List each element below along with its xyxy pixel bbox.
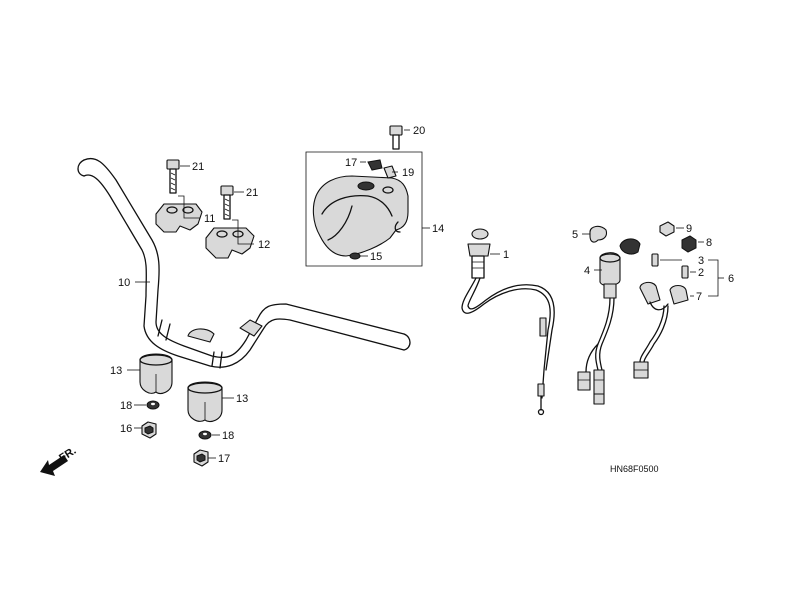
callout-10: 10	[118, 277, 130, 289]
washer-18-right	[198, 430, 212, 440]
nut-17-left	[141, 421, 157, 439]
callout-1: 1	[503, 249, 509, 261]
callout-7: 7	[696, 291, 702, 303]
callout-labels: 20 17 19 21 21 11 12 14 15 10 1 5 4 9 8 …	[110, 125, 734, 465]
ignition-switch-4	[599, 238, 641, 299]
switch-2	[681, 265, 689, 279]
callout-6: 6	[728, 273, 734, 285]
clip-16	[367, 159, 383, 171]
switch-3	[651, 253, 659, 267]
callout-5: 5	[572, 229, 578, 241]
callout-21-lower: 21	[246, 187, 258, 199]
screw-9	[659, 221, 675, 237]
harness-7	[633, 281, 689, 379]
front-direction-arrow: FR.	[40, 445, 79, 476]
callout-11: 11	[204, 213, 215, 225]
bolt-20	[389, 125, 403, 150]
bolt-21-upper	[166, 159, 180, 194]
nut-17-right	[193, 449, 209, 467]
callout-19: 19	[402, 167, 414, 179]
callout-13-right: 13	[236, 393, 248, 405]
clip-19	[383, 165, 397, 179]
ignition-harness	[577, 297, 615, 405]
callout-16: 17	[345, 157, 357, 169]
screw-15	[349, 252, 361, 260]
callout-17-left: 16	[120, 423, 132, 435]
callout-18-right: 18	[222, 430, 234, 442]
diagram-code: HN68F0500	[610, 464, 659, 474]
callout-3: 3	[698, 255, 704, 267]
callout-12: 12	[258, 239, 270, 251]
callout-17-right: 17	[218, 453, 230, 465]
handlebar-pipe	[77, 157, 411, 369]
leader-lines	[127, 129, 724, 459]
callout-20: 20	[413, 125, 425, 137]
bolt-21-lower	[220, 185, 234, 220]
callout-15: 15	[370, 251, 382, 263]
handlebar-lower-holder-13-right	[187, 381, 223, 423]
callout-21-upper: 21	[192, 161, 204, 173]
handlebar-upper-holder-11	[155, 203, 203, 233]
callout-4: 4	[584, 265, 590, 277]
washer-18-left	[146, 400, 160, 410]
callout-14: 14	[432, 223, 444, 235]
callout-18-left: 18	[120, 400, 132, 412]
throttle-cable	[461, 277, 555, 416]
nut-8	[681, 235, 697, 253]
handlebar-upper-holder-12	[205, 227, 255, 259]
handle-cover-14	[312, 175, 409, 257]
callout-9: 9	[686, 223, 692, 235]
callout-13-left: 13	[110, 365, 122, 377]
callout-8: 8	[706, 237, 712, 249]
handlebar-lower-holder-13-left	[139, 353, 173, 395]
handle-cover-box	[305, 151, 423, 267]
callout-2: 2	[698, 267, 704, 279]
key-5	[589, 225, 608, 243]
throttle-housing-1	[467, 228, 491, 279]
